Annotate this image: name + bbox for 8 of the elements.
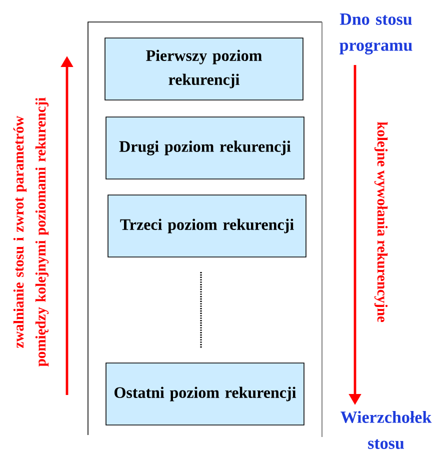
stack-level-box: Ostatni poziom rekurencji <box>106 362 304 426</box>
stack-level-box: Pierwszy poziom rekurencji <box>104 38 304 100</box>
stack-level-box: Drugi poziom rekurencji <box>106 116 304 180</box>
stack-top-label: Wierzchołek stosu <box>340 411 432 449</box>
stack-bottom-label: Dno stosu programu <box>340 14 412 54</box>
arrow-label: kolejne wywołania rekurencyjne <box>374 122 388 322</box>
arrow-label: zwalnianie stosu i zwrot parametrów pomiędzy kolejnymi poziomami rekurencji <box>13 98 49 366</box>
stack-level-box: Trzeci poziom rekurencji <box>108 194 306 258</box>
